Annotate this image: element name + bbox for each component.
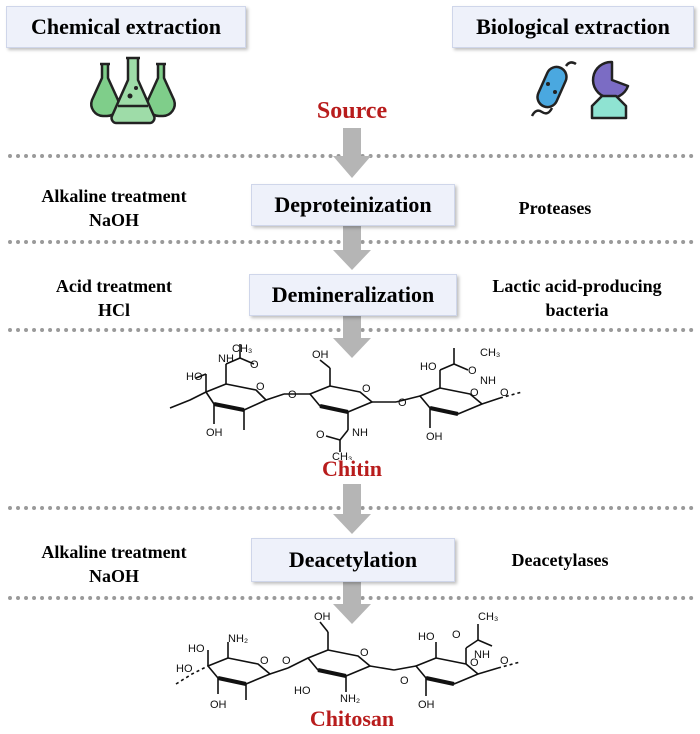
chitin-left-o: O (250, 359, 259, 371)
chitin-left-oh: OH (206, 427, 223, 439)
step1-chemical-line1: Alkaline treatment (41, 186, 187, 206)
step3-biological: Deacetylases (480, 548, 640, 572)
arrow-source-to-deproteinization (333, 128, 371, 178)
step3-chemical-line1: Alkaline treatment (41, 542, 187, 562)
chitin-left-nh: NH (218, 353, 234, 365)
step2-name: Demineralization (271, 282, 435, 307)
chitin-ring-o1: O (256, 381, 265, 393)
step1-name: Deproteinization (274, 192, 432, 217)
source-label: Source (316, 98, 388, 124)
step-deproteinization: Deproteinization (251, 184, 455, 226)
chitin-right-nh: NH (480, 375, 496, 387)
chitin-left-ch3: CH₃ (232, 343, 252, 355)
chitosan-left-ho2: HO (176, 663, 193, 675)
step2-chemical: Acid treatment HCl (14, 274, 214, 322)
chitosan-right-ch3: CH₃ (478, 611, 498, 623)
chitosan-left-oh: OH (210, 699, 227, 711)
step1-chemical: Alkaline treatment NaOH (14, 184, 214, 232)
step3-chemical: Alkaline treatment NaOH (14, 540, 214, 588)
chemical-extraction-header: Chemical extraction (6, 6, 246, 48)
chitosan-structure: NH₂ HO HO OH O O OH O NH₂ HO O HO NH CH₃… (175, 611, 521, 711)
chitosan-label: Chitosan (309, 706, 395, 731)
arrow-deacetylation-to-chitosan (333, 578, 371, 624)
chitin-mid-nh: NH (352, 427, 368, 439)
step2-biological-line2: bacteria (545, 300, 609, 320)
chitosan-ring-o1: O (260, 655, 269, 667)
biological-extraction-header: Biological extraction (452, 6, 694, 48)
chitin-right-o: O (468, 365, 477, 377)
chitin-ring-o3: O (470, 387, 479, 399)
chitosan-end-o: O (500, 655, 509, 667)
chitosan-mid-oh: OH (314, 611, 331, 623)
chitosan-right-ho: HO (418, 631, 435, 643)
arrow-demineralization-to-chitin (333, 316, 371, 358)
chitosan-left-nh2: NH₂ (228, 633, 248, 645)
step2-biological-line1: Lactic acid-producing (492, 276, 662, 296)
step3-name: Deacetylation (288, 547, 418, 572)
chitosan-right-nh: NH (474, 649, 490, 661)
chitosan-ring-o2: O (360, 647, 369, 659)
chitosan-link-o1: O (282, 655, 291, 667)
chitin-end-o: O (500, 387, 509, 399)
chitosan-right-o: O (452, 629, 461, 641)
step1-chemical-line2: NaOH (88, 210, 139, 230)
step2-chemical-line1: Acid treatment (55, 276, 173, 296)
step-demineralization: Demineralization (249, 274, 457, 316)
chitin-left-ho: HO (186, 371, 203, 383)
chitin-right-ch3: CH₃ (480, 347, 500, 359)
chitosan-mid-ho: HO (294, 685, 311, 697)
step3-biological-line1: Deacetylases (511, 550, 609, 570)
step-deacetylation: Deacetylation (251, 538, 455, 582)
chitosan-mid-nh2: NH₂ (340, 693, 360, 705)
step3-chemical-line2: NaOH (88, 566, 139, 586)
chitin-right-ho: HO (420, 361, 437, 373)
chitin-ring-o2: O (362, 383, 371, 395)
chitosan-ring-o3: O (470, 657, 479, 669)
arrow-chitin-to-deacetylation (333, 484, 371, 534)
chitosan-right-oh: OH (418, 699, 435, 711)
chitin-mid-o: O (316, 429, 325, 441)
step2-chemical-line2: HCl (97, 300, 130, 320)
chitin-right-oh: OH (426, 431, 443, 443)
chitin-link-o2: O (398, 397, 407, 409)
chitin-mid-oh: OH (312, 349, 329, 361)
step1-biological-line1: Proteases (518, 198, 592, 218)
biological-extraction-label: Biological extraction (476, 14, 670, 39)
chitin-label: Chitin (322, 456, 382, 481)
bacterium-enzyme-icon (530, 60, 630, 120)
arrow-deproteinization-to-demineralization (333, 226, 371, 270)
step1-biological: Proteases (470, 196, 640, 220)
chitin-structure: CH₃ O NH HO OH O O OH O NH O CH₃ O HO NH… (169, 343, 523, 460)
chemical-extraction-label: Chemical extraction (31, 14, 221, 39)
chitosan-left-ho: HO (188, 643, 205, 655)
chitin-link-o1: O (288, 389, 297, 401)
step2-biological: Lactic acid-producing bacteria (464, 274, 690, 322)
chitosan-link-o2: O (400, 675, 409, 687)
flasks-icon (90, 56, 176, 125)
chitin-mid-ch3: CH₃ (332, 451, 352, 460)
